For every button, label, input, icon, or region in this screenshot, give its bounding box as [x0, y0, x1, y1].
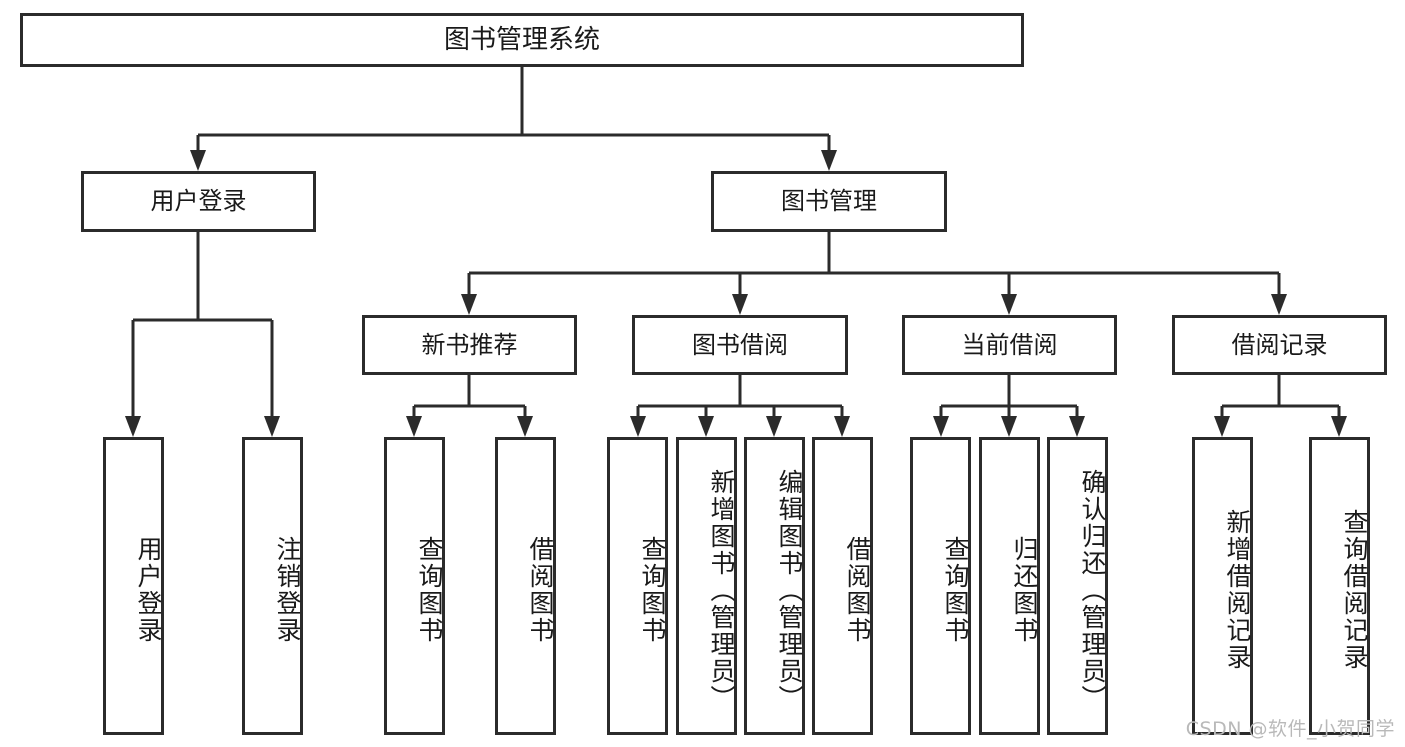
node-borrow-record-label: 借阅记录 — [1231, 330, 1328, 359]
leaf-label: 借阅图书 — [843, 536, 872, 644]
node-current-borrow-label: 当前借阅 — [961, 330, 1058, 359]
leaf-label: 新增借阅记录 — [1223, 509, 1252, 671]
leaf-borrow-record-add[interactable]: 新增借阅记录 — [1192, 437, 1253, 735]
leaf-label: 查询图书 — [638, 536, 667, 644]
leaf-current-borrow-confirm-return[interactable]: 确认归还（管理员） — [1047, 437, 1108, 735]
leaf-current-borrow-return[interactable]: 归还图书 — [979, 437, 1040, 735]
node-root[interactable]: 图书管理系统 — [20, 13, 1024, 67]
node-new-book-recommend-label: 新书推荐 — [421, 330, 518, 359]
leaf-label: 查询借阅记录 — [1340, 509, 1369, 671]
node-book-borrow-label: 图书借阅 — [692, 330, 788, 359]
leaf-label: 注销登录 — [273, 536, 302, 644]
leaf-label: 新增图书（管理员） — [707, 468, 736, 712]
leaf-label: 确认归还（管理员） — [1078, 468, 1107, 712]
leaf-book-borrow-edit[interactable]: 编辑图书（管理员） — [744, 437, 805, 735]
node-user-login[interactable]: 用户登录 — [81, 171, 316, 232]
leaf-label: 用户登录 — [134, 536, 163, 644]
leaf-new-book-borrow[interactable]: 借阅图书 — [495, 437, 556, 735]
leaf-book-borrow-add[interactable]: 新增图书（管理员） — [676, 437, 737, 735]
leaf-label: 查询图书 — [415, 536, 444, 644]
node-borrow-record[interactable]: 借阅记录 — [1172, 315, 1387, 375]
leaf-book-borrow-borrow[interactable]: 借阅图书 — [812, 437, 873, 735]
leaf-current-borrow-query[interactable]: 查询图书 — [910, 437, 971, 735]
leaf-book-borrow-query[interactable]: 查询图书 — [607, 437, 668, 735]
node-user-login-label: 用户登录 — [150, 187, 247, 216]
leaf-label: 编辑图书（管理员） — [775, 468, 804, 712]
node-new-book-recommend[interactable]: 新书推荐 — [362, 315, 577, 375]
leaf-label: 查询图书 — [941, 536, 970, 644]
leaf-label: 归还图书 — [1010, 536, 1039, 644]
node-root-label: 图书管理系统 — [443, 24, 600, 55]
leaf-user-login-login[interactable]: 用户登录 — [103, 437, 164, 735]
node-book-management[interactable]: 图书管理 — [711, 171, 947, 232]
node-book-borrow[interactable]: 图书借阅 — [632, 315, 848, 375]
node-book-management-label: 图书管理 — [781, 187, 877, 216]
leaf-borrow-record-query[interactable]: 查询借阅记录 — [1309, 437, 1370, 735]
leaf-user-login-logout[interactable]: 注销登录 — [242, 437, 303, 735]
leaf-label: 借阅图书 — [526, 536, 555, 644]
csdn-watermark: CSDN @软件_小贺同学 — [1185, 718, 1395, 740]
leaf-new-book-query[interactable]: 查询图书 — [384, 437, 445, 735]
node-current-borrow[interactable]: 当前借阅 — [902, 315, 1117, 375]
